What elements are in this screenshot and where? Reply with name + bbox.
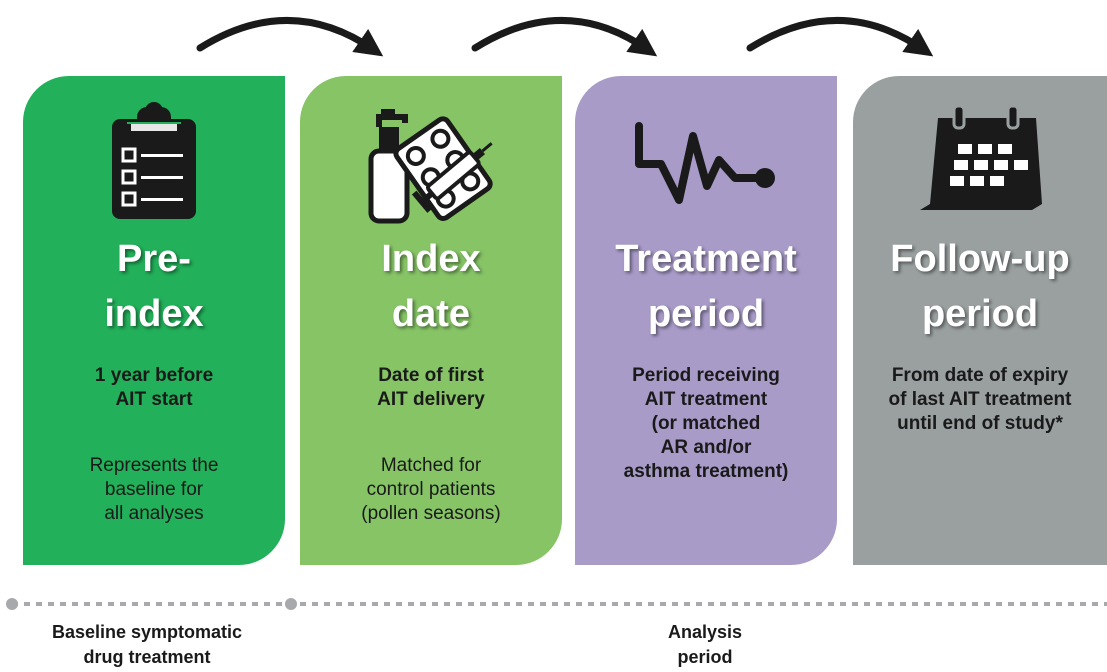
card-note: Represents the baseline for all analyses bbox=[89, 455, 219, 524]
card-title: Treatment period bbox=[615, 238, 797, 335]
card-title: Pre- index bbox=[104, 238, 204, 335]
card-description: From date of expiry of last AIT treatmen… bbox=[888, 365, 1072, 434]
card-description: 1 year before AIT start bbox=[94, 365, 214, 410]
medication-pills-syringe-icon bbox=[300, 96, 562, 226]
card-pre-index: Pre- index 1 year before AIT start Repre… bbox=[23, 76, 285, 565]
card-treatment-period: Treatment period Period receiving AIT tr… bbox=[575, 76, 837, 565]
timeline bbox=[6, 598, 1107, 610]
curved-arrow-icon bbox=[746, 17, 934, 57]
card-description: Date of first AIT delivery bbox=[377, 365, 485, 410]
calendar-icon bbox=[853, 96, 1107, 226]
clipboard-checklist-icon bbox=[23, 96, 285, 226]
baseline-phase-label: Baseline symptomatic drug treatment bbox=[51, 622, 243, 667]
curved-arrow-icon bbox=[471, 17, 658, 57]
card-description: Period receiving AIT treatment (or match… bbox=[623, 365, 789, 482]
card-note: Matched for control patients (pollen sea… bbox=[361, 455, 501, 524]
card-index-date: Index date Date of first AIT delivery Ma… bbox=[300, 76, 562, 565]
card-follow-up-period: Follow-up period From date of expiry of … bbox=[853, 76, 1107, 565]
card-title: Index date bbox=[381, 238, 481, 335]
timeline-index-marker bbox=[285, 598, 297, 610]
analysis-phase-label: Analysis period bbox=[667, 622, 743, 667]
timeline-start-marker bbox=[6, 598, 18, 610]
pulse-waveform-icon bbox=[575, 96, 837, 226]
curved-arrow-icon bbox=[196, 17, 384, 57]
card-title: Follow-up period bbox=[890, 238, 1070, 335]
phase-arrows bbox=[196, 17, 934, 57]
